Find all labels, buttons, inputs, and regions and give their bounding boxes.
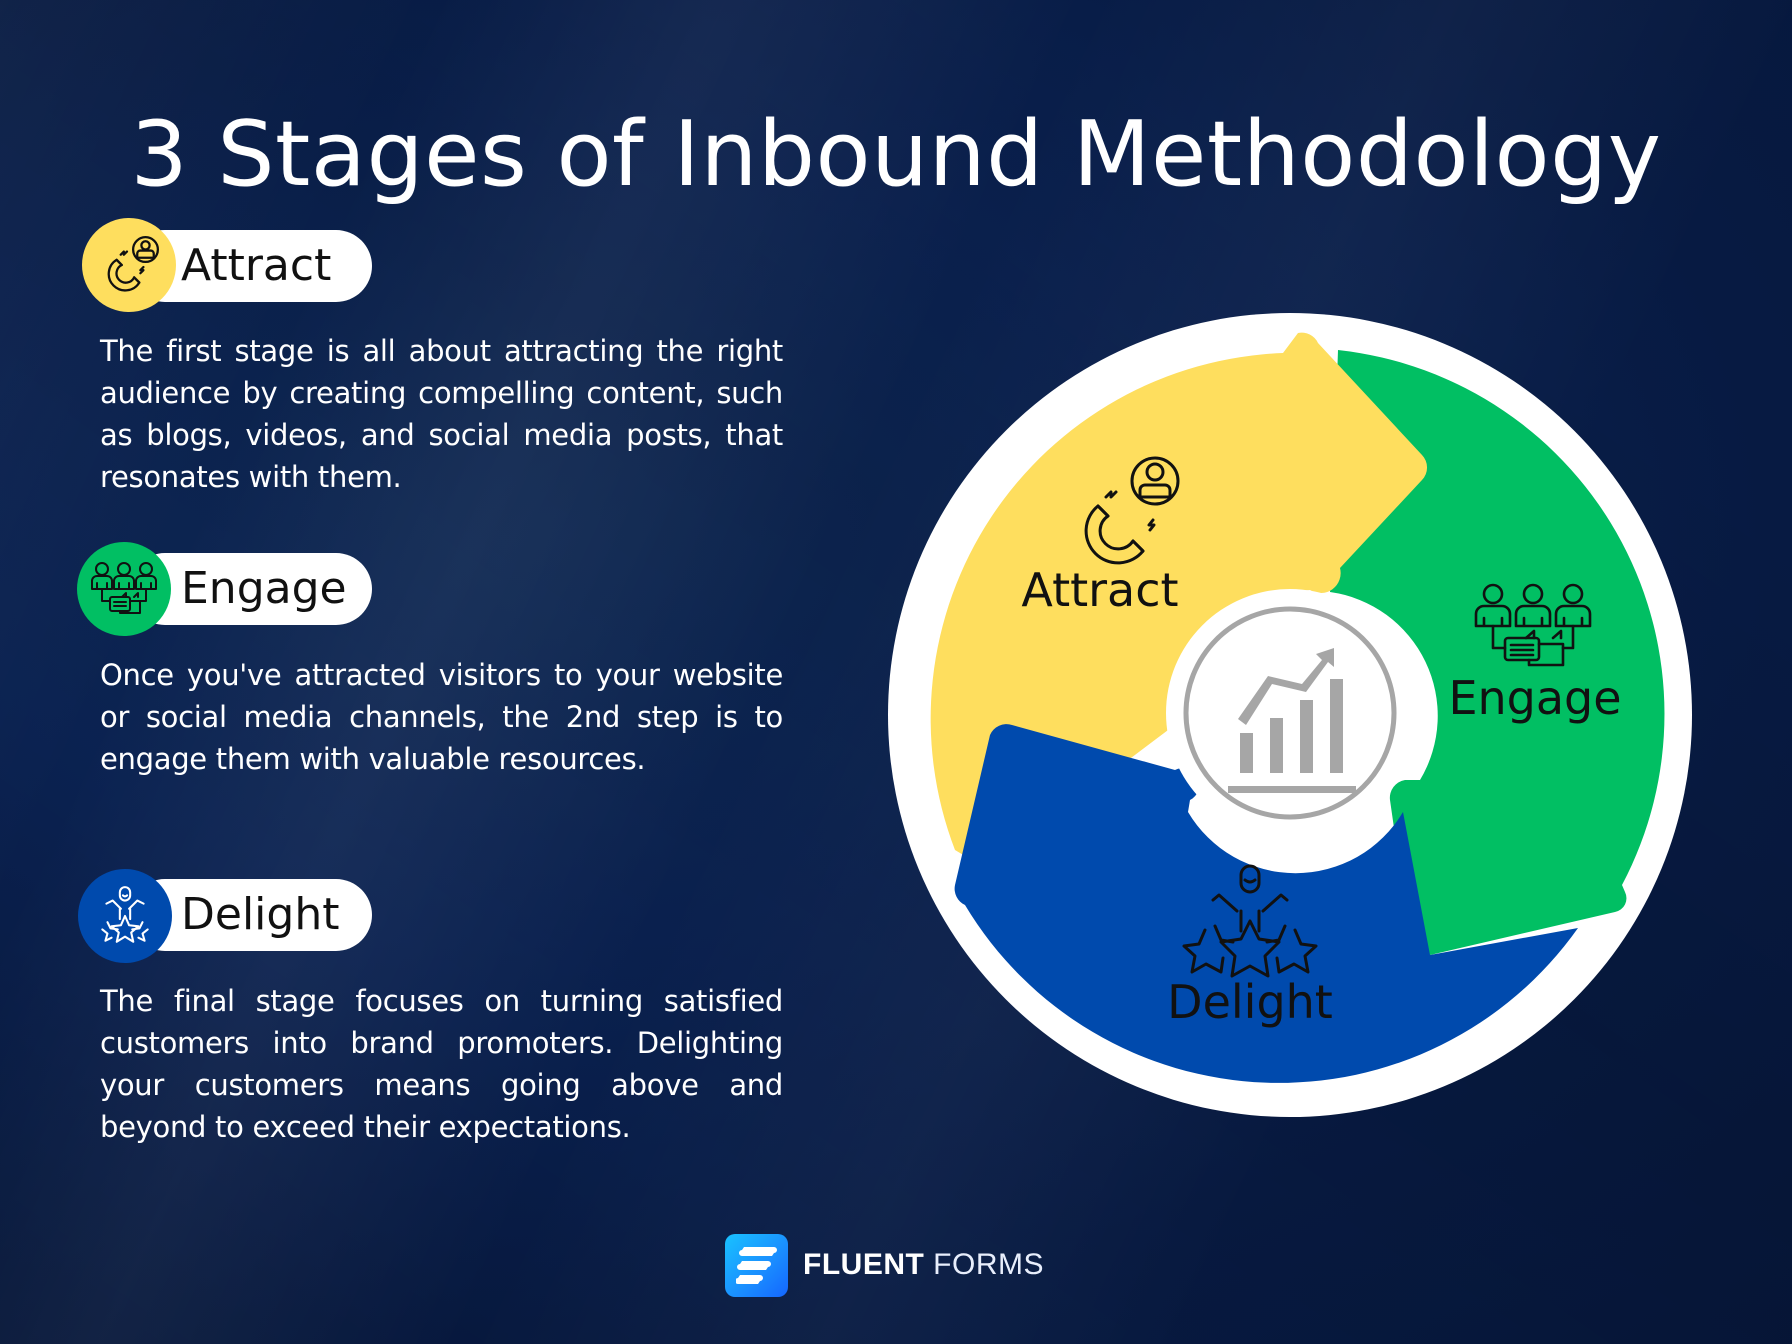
stage-title: Attract — [181, 240, 332, 291]
person-stars-icon — [1182, 864, 1318, 978]
wheel-center-ring — [1183, 606, 1397, 820]
wheel-segment-engage — [1330, 350, 1665, 956]
brand-name-bold: FLUENT — [803, 1248, 925, 1281]
magnet-person-icon — [82, 218, 176, 312]
stage-title: Delight — [181, 889, 340, 940]
wheel-center — [1166, 589, 1414, 837]
wheel-segment-attract — [930, 332, 1428, 869]
group-chat-icon — [77, 542, 171, 636]
stage-title: Engage — [181, 563, 347, 614]
group-chat-icon — [1474, 583, 1592, 667]
wheel-label-engage: Engage — [1448, 671, 1622, 725]
brand-name-light: FORMS — [933, 1248, 1044, 1281]
growth-chart-icon — [1228, 648, 1356, 793]
wheel-label-delight: Delight — [1167, 975, 1333, 1029]
magnet-person-icon — [1084, 456, 1180, 565]
fluent-forms-logo-icon — [725, 1233, 788, 1297]
wheel-segment-delight — [954, 724, 1578, 1083]
brand-logo: FLUENT FORMS — [725, 1232, 1044, 1298]
wheel-label-attract: Attract — [1021, 563, 1179, 617]
brand-name: FLUENT FORMS — [803, 1248, 1044, 1282]
stage-pill-delight: Delight — [129, 879, 372, 951]
stage-description: Once you've attracted visitors to your w… — [100, 658, 783, 776]
stage-description: The final stage focuses on turning satis… — [100, 984, 783, 1144]
stage-pill-engage: Engage — [129, 553, 372, 625]
stage-description: The first stage is all about attracting … — [100, 334, 783, 494]
person-stars-icon — [78, 869, 172, 963]
page-title: 3 Stages of Inbound Methodology — [130, 102, 1662, 208]
